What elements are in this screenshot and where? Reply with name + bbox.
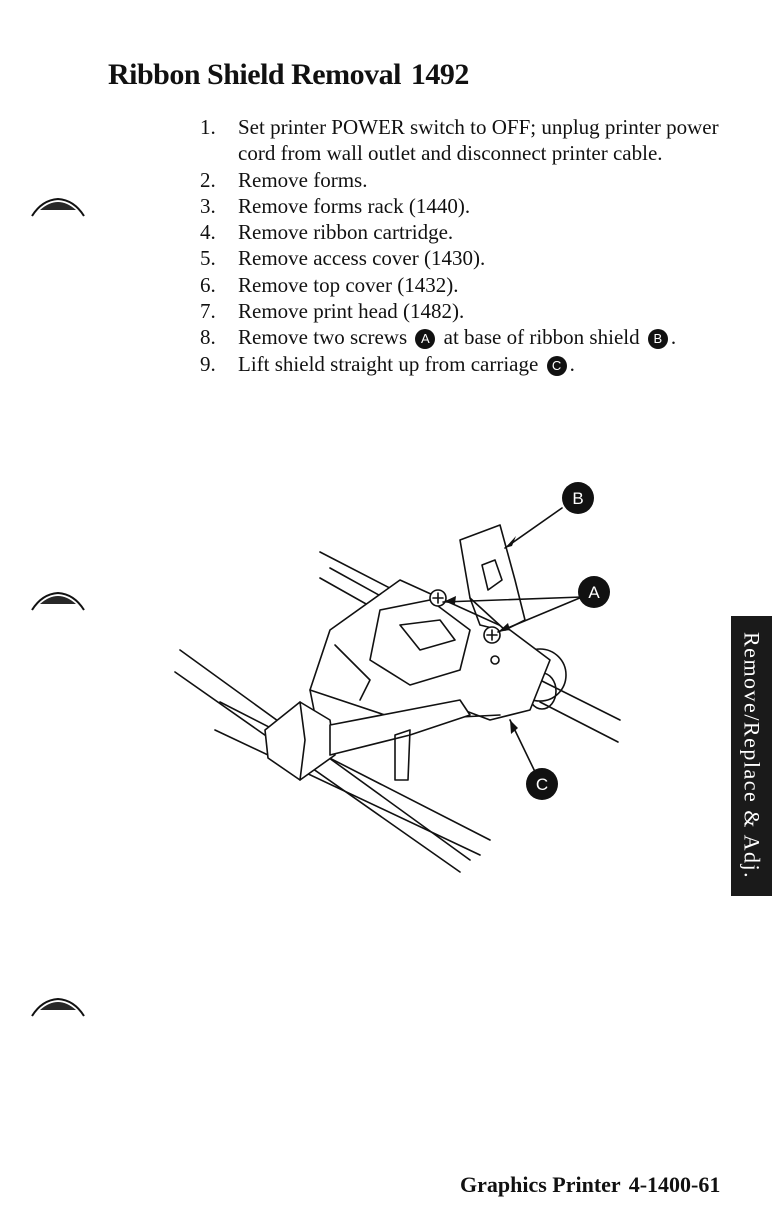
figure-callout-c-label: C [536, 775, 548, 794]
step-number: 2. [200, 167, 216, 192]
binder-hole-mark-top [31, 197, 85, 217]
step-text-part: . [569, 351, 575, 376]
page-title: Ribbon Shield Removal 1492 [108, 58, 469, 92]
figure-callout-a-label: A [588, 583, 600, 602]
step-text: Remove two screws A at base of ribbon sh… [238, 324, 740, 350]
step-text: Remove print head (1482). [238, 299, 465, 324]
step-text: Remove forms rack (1440). [238, 193, 471, 218]
arrow-head [443, 596, 456, 604]
step-9: 9. Lift shield straight up from carriage … [200, 351, 740, 377]
binder-hole-mark-bottom [31, 997, 85, 1017]
step-2: 2. Remove forms. [200, 167, 740, 193]
step-text: Remove top cover (1432). [238, 272, 459, 297]
step-text-part: Lift shield straight up from carriage [238, 351, 539, 376]
page-footer: Graphics Printer 4-1400-61 [460, 1172, 720, 1198]
callout-badge-b: B [647, 329, 668, 350]
callout-badge-c: C [546, 355, 567, 376]
step-number: 4. [200, 220, 216, 245]
leader-line-a [497, 596, 583, 633]
arrow-head [498, 623, 510, 632]
step-1: 1. Set printer POWER switch to OFF; unplu… [200, 114, 740, 167]
title-text: Ribbon Shield Removal [108, 58, 401, 91]
step-text-part: at base of ribbon shield [443, 325, 640, 350]
step-text: Lift shield straight up from carriage C. [238, 351, 740, 377]
shaft-line [214, 729, 481, 856]
arrow-head [510, 720, 518, 734]
step-text: Remove forms. [238, 167, 368, 192]
figure-callout-a: A [578, 576, 610, 608]
carriage-rib [334, 644, 371, 701]
section-side-tab: Remove/Replace & Adj. [731, 616, 772, 896]
step-number: 8. [200, 325, 216, 350]
figure-callout-b: B [562, 482, 594, 514]
pin [490, 655, 500, 665]
shield-window [481, 559, 503, 591]
step-number: 6. [200, 272, 216, 297]
step-text: Remove access cover (1430). [238, 246, 486, 271]
step-number: 7. [200, 299, 216, 324]
shield-post [469, 597, 493, 629]
shaft-line [539, 701, 619, 743]
shaft-line [219, 701, 491, 841]
step-text: Set printer POWER switch to OFF; unplug … [238, 115, 719, 166]
step-number: 1. [200, 115, 216, 139]
step-5: 5. Remove access cover (1430). [200, 245, 740, 271]
step-text-part: Remove two screws [238, 325, 408, 350]
procedure-number: 1492 [410, 58, 470, 91]
footer-product: Graphics Printer [460, 1172, 621, 1197]
arrow-head [505, 536, 516, 548]
step-7: 7. Remove print head (1482). [200, 298, 740, 324]
step-3: 3. Remove forms rack (1440). [200, 193, 740, 219]
shaft-line [539, 679, 621, 721]
figure-callout-b-label: B [572, 489, 583, 508]
step-number: 3. [200, 193, 216, 218]
arm-bracket [394, 729, 411, 781]
binder-hole-mark-middle [31, 591, 85, 611]
callout-badge-a: A [415, 329, 436, 350]
clamp-detail [299, 701, 306, 781]
footer-page-number: 4-1400-61 [628, 1172, 721, 1197]
step-4: 4. Remove ribbon cartridge. [200, 219, 740, 245]
carriage-slot [399, 619, 456, 651]
step-text: Remove ribbon cartridge. [238, 220, 454, 245]
ribbon-shield-illustration: B A C [174, 482, 621, 873]
leader-line-a [442, 596, 583, 603]
step-8: 8. Remove two screws A at base of ribbon … [200, 324, 740, 350]
procedure-steps: 1. Set printer POWER switch to OFF; unplu… [200, 114, 740, 377]
shaft-line [174, 671, 461, 873]
carriage-arm [329, 699, 471, 756]
side-tab-label: Remove/Replace & Adj. [739, 632, 765, 880]
step-text-part: . [670, 325, 677, 350]
step-6: 6. Remove top cover (1432). [200, 272, 740, 298]
step-number: 5. [200, 246, 216, 271]
step-number: 9. [200, 351, 216, 376]
leader-line-b [504, 507, 563, 549]
figure-callout-c: C [526, 768, 558, 800]
